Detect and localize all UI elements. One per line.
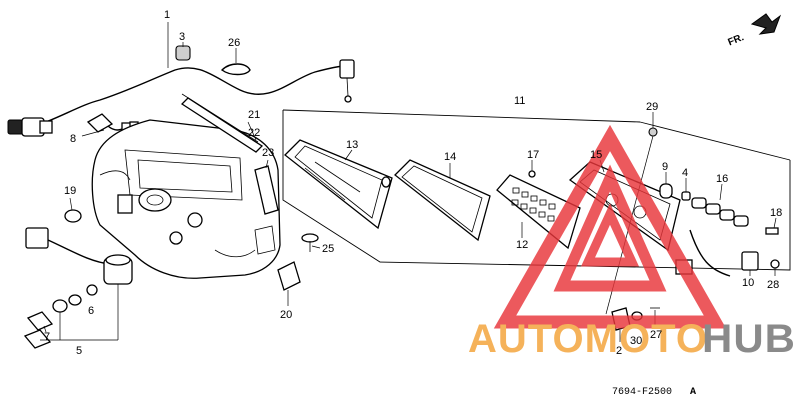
callout-18: 18 [770, 207, 782, 219]
watermark-triangle [493, 124, 727, 329]
callout-labels: 1 2 3 4 5 6 7 8 9 10 11 12 13 14 15 16 1… [44, 9, 782, 357]
cap-part-19 [64, 197, 82, 223]
callout-22: 22 [248, 127, 260, 139]
callout-12: 12 [516, 239, 528, 251]
clip-part-28 [770, 259, 780, 276]
callout-6: 6 [88, 305, 94, 317]
callout-17: 17 [527, 149, 539, 161]
meter-case [91, 119, 281, 279]
callout-26: 26 [228, 37, 240, 49]
callout-28: 28 [767, 279, 779, 291]
callout-5: 5 [76, 345, 82, 357]
strip-part-21-22 [180, 93, 264, 153]
callout-21: 21 [248, 109, 260, 121]
panel-part-14 [394, 159, 491, 242]
watermark-logo [493, 124, 727, 329]
screw-part-25 [301, 233, 321, 252]
keys-part-7 [23, 311, 54, 349]
screw-part-17 [528, 160, 536, 178]
bracket-part-20 [277, 261, 301, 306]
callout-19: 19 [64, 185, 76, 197]
wire-harness-left [25, 227, 133, 285]
callout-25: 25 [322, 243, 334, 255]
callout-11: 11 [514, 95, 525, 107]
front-direction-arrow: FR. [726, 13, 782, 48]
callout-2: 2 [616, 345, 622, 357]
watermark-text-part1: AUTOMOTO [468, 317, 708, 361]
washers-part-5-6 [40, 284, 119, 341]
direction-label: FR. [726, 32, 745, 48]
diagram-code-suffix: A [690, 387, 696, 398]
seal-part-23 [254, 159, 279, 215]
clip-part-26 [220, 48, 251, 76]
callout-1: 1 [164, 9, 170, 21]
lens-part-13 [284, 139, 393, 230]
callout-14: 14 [444, 151, 456, 163]
screw-part-18 [765, 217, 779, 235]
callout-3: 3 [179, 31, 185, 43]
callout-29: 29 [646, 101, 658, 113]
callout-8: 8 [70, 133, 76, 145]
callout-30: 30 [630, 335, 642, 347]
callout-27: 27 [650, 329, 662, 341]
callout-4: 4 [682, 167, 688, 179]
diagram-code: 7694-F2500 [612, 387, 672, 398]
grommet-part-3 [175, 42, 191, 61]
callout-20: 20 [280, 309, 292, 321]
bulb-part-9 [659, 172, 673, 199]
callout-10: 10 [742, 277, 754, 289]
bulb-part-4 [681, 178, 691, 201]
callout-9: 9 [662, 161, 668, 173]
callout-16: 16 [716, 173, 728, 185]
speedometer-cable [7, 22, 355, 137]
callout-13: 13 [346, 139, 358, 151]
connector-part-10 [741, 251, 759, 276]
callout-23: 23 [262, 147, 274, 159]
callout-15: 15 [590, 149, 602, 161]
watermark-text-part2: HUB [702, 317, 796, 361]
callout-7: 7 [44, 331, 50, 343]
assembly-outline [282, 110, 791, 271]
